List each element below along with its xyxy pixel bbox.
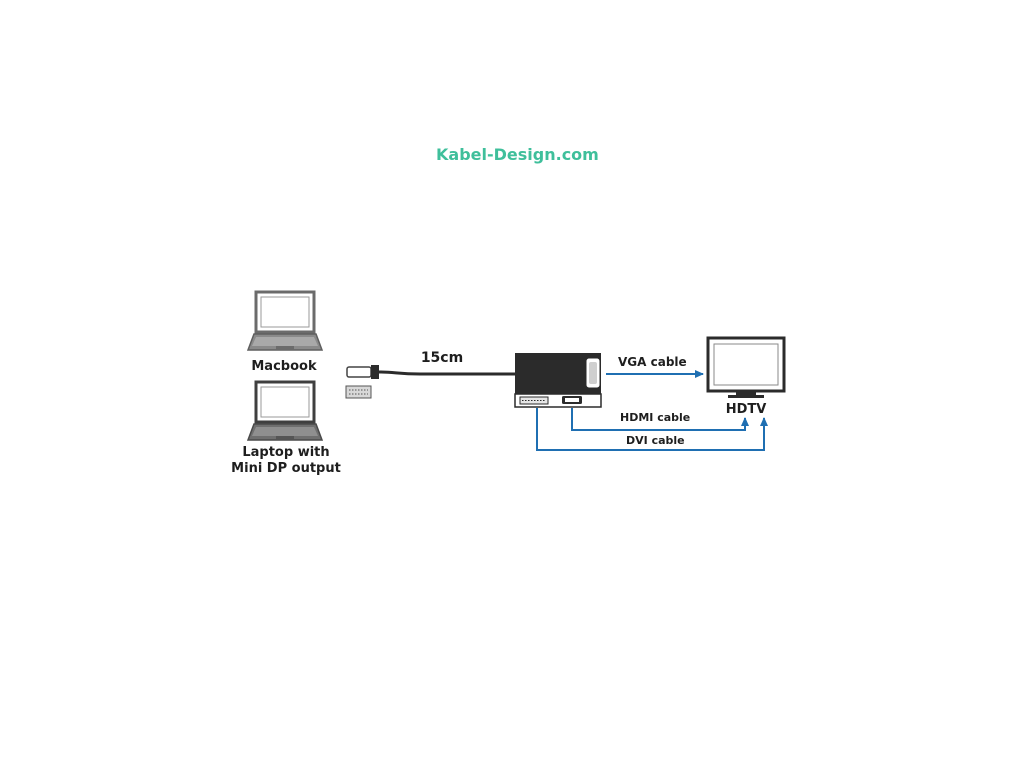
vga-cable-label: VGA cable [618, 355, 687, 369]
laptop-label-line1: Laptop with [242, 445, 329, 460]
hdmi-cable-label: HDMI cable [620, 411, 690, 424]
hdmi-arrow [571, 408, 749, 431]
macbook-label: Macbook [251, 359, 317, 374]
adapter-cable [378, 370, 515, 376]
hdtv-icon [706, 336, 786, 398]
mini-displayport-connector-face-icon [345, 385, 372, 399]
dvi-arrow [536, 408, 768, 451]
hdtv-label: HDTV [726, 402, 767, 417]
dvi-cable-label: DVI cable [626, 434, 685, 447]
laptop-label-line2: Mini DP output [231, 461, 341, 476]
mini-displayport-plug-icon [346, 365, 379, 379]
macbook-icon [246, 290, 324, 351]
laptop-icon [246, 380, 324, 441]
cable-length-label: 15cm [421, 350, 463, 366]
adapter-box-icon [514, 353, 602, 408]
watermark-text: Kabel-Design.com [436, 145, 599, 164]
